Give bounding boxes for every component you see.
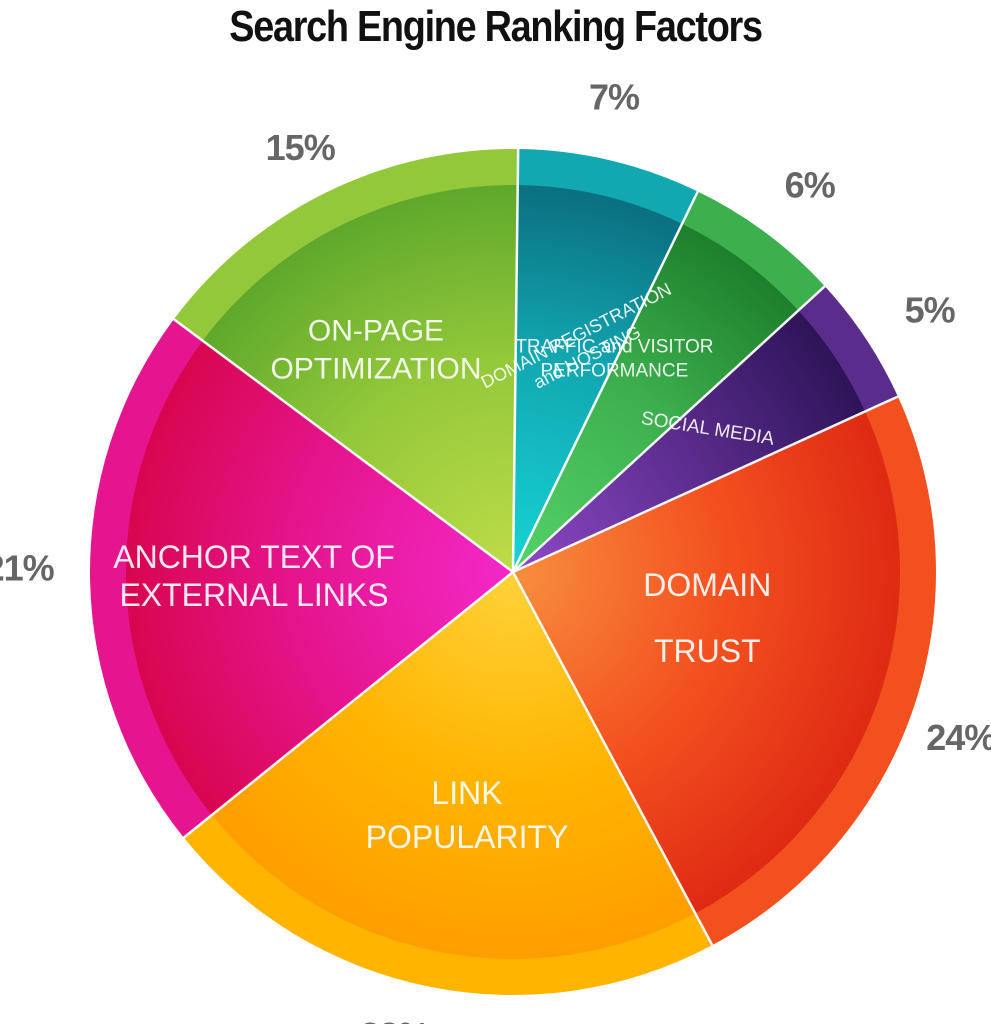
percent-labels-layer: 24% 22% 21% 15% 7% 6% 5% xyxy=(0,76,991,1024)
slice-divider xyxy=(512,395,899,574)
slice-label-line: TRUST xyxy=(654,633,761,669)
slice-label-line: ANCHOR TEXT OF xyxy=(113,539,395,575)
slice-divider xyxy=(183,571,514,839)
slices-layer xyxy=(89,148,936,996)
slice-on-page-optimization xyxy=(202,185,518,573)
slice-anchor-text-of-external-links xyxy=(125,340,513,816)
slice-label-domain-trust: DOMAIN TRUST xyxy=(643,567,771,669)
percent-label-link-popularity: 22% xyxy=(360,1015,430,1024)
percent-label-on-page-optimization: 15% xyxy=(266,127,336,168)
slice-label-traffic-and-visitor-performance: TRAFFIC and VISITOR PERFORMANCE xyxy=(515,337,713,382)
percent-label-anchor-text-of-external-links: 21% xyxy=(0,548,55,589)
slice-traffic-and-visitor-performance xyxy=(513,223,799,572)
chart-title: Search Engine Ranking Factors xyxy=(229,2,763,51)
percent-label-traffic-and-visitor-performance: 6% xyxy=(785,164,836,205)
slice-link-popularity xyxy=(211,572,696,959)
slice-label-link-popularity: LINK POPULARITY xyxy=(366,775,569,855)
slice-divider xyxy=(512,285,826,573)
slice-social-media xyxy=(513,310,866,572)
dividers-layer xyxy=(173,149,899,946)
percent-label-domain-trust: 24% xyxy=(926,717,991,758)
slice-divider xyxy=(511,571,714,946)
percent-label-social-media: 5% xyxy=(905,290,956,331)
slice-label-line: EXTERNAL LINKS xyxy=(119,577,388,613)
slice-divider xyxy=(511,149,520,573)
slice-label-line: PERFORMANCE xyxy=(541,361,689,382)
slice-label-line: OPTIMIZATION xyxy=(270,352,481,385)
slice-label-line: LINK xyxy=(431,775,502,811)
slice-label-line: POPULARITY xyxy=(366,819,569,855)
slice-label-line: ON-PAGE xyxy=(308,314,444,347)
slice-divider xyxy=(173,318,514,574)
slice-domain-registration-and-hosting xyxy=(513,185,683,572)
slice-label-line: TRAFFIC and VISITOR xyxy=(515,337,713,358)
slice-divider xyxy=(511,190,699,573)
slice-label-line: DOMAIN xyxy=(643,567,771,603)
percent-label-domain-registration-and-hosting: 7% xyxy=(589,76,640,117)
slice-domain-trust xyxy=(513,411,901,914)
slice-label-on-page-optimization: ON-PAGE OPTIMIZATION xyxy=(270,314,481,385)
